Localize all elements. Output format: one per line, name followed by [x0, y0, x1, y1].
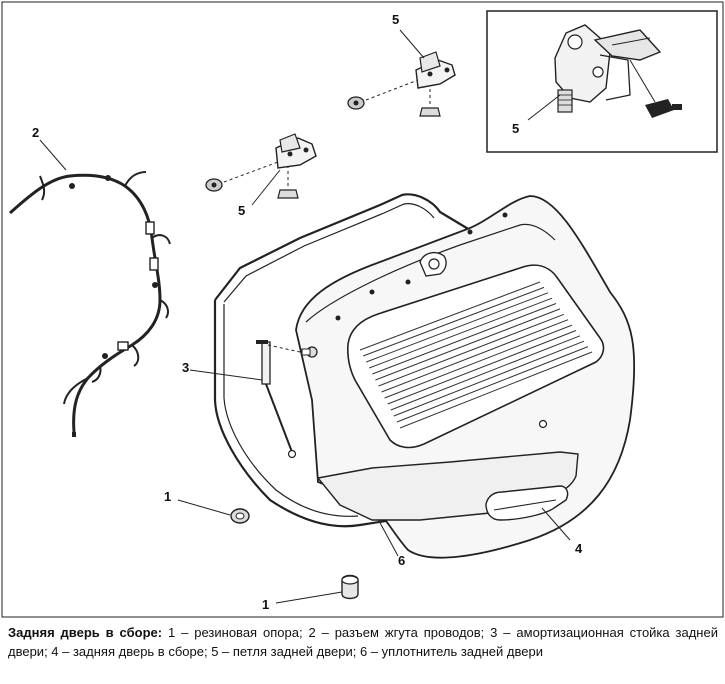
caption-title: Задняя дверь в сборе: [8, 625, 163, 640]
callout-5-top: 5 [392, 12, 400, 27]
callout-3: 3 [182, 360, 190, 375]
rubber-bump-stop-upper [177, 499, 250, 524]
hinge-top-nut [419, 107, 441, 117]
callout-1-upper: 1 [164, 489, 172, 504]
callout-5-middle: 5 [238, 203, 246, 218]
hinge-top-bolt [347, 96, 365, 110]
strut-ball-stud [301, 346, 318, 358]
wiring-harness [8, 139, 171, 437]
callout-1-lower: 1 [262, 597, 270, 612]
rubber-bump-stop-lower [275, 574, 359, 604]
hinge-middle [223, 133, 317, 206]
figure-frame [1, 1, 724, 618]
rear-window-glass [347, 264, 605, 449]
inset-hinge-detail [486, 10, 718, 153]
caption-text: 1 – резиновая опора; 2 – разъем жгута пр… [8, 625, 718, 659]
callout-2: 2 [32, 125, 40, 140]
hinge-middle-nut [277, 189, 299, 199]
callout-5-inset: 5 [512, 121, 520, 136]
hinge-top [365, 29, 456, 104]
callout-6: 6 [398, 553, 406, 568]
tailgate-assembly-diagram [1, 1, 724, 618]
gas-strut [189, 340, 301, 459]
figure-caption: Задняя дверь в сборе: 1 – резиновая опор… [8, 623, 718, 661]
hinge-middle-bolt [205, 178, 223, 192]
callout-4: 4 [575, 541, 583, 556]
weatherstrip-seal [213, 193, 471, 557]
